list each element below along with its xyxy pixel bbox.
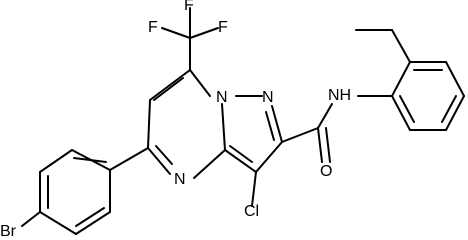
bond bbox=[255, 141, 283, 173]
pyrimidine-ring bbox=[147, 69, 226, 179]
bond bbox=[109, 147, 149, 171]
bond bbox=[21, 211, 41, 227]
bond bbox=[325, 127, 331, 163]
bond bbox=[391, 95, 411, 131]
bond bbox=[445, 95, 465, 131]
bond bbox=[224, 149, 257, 173]
atom-label-chlorine: Cl bbox=[244, 203, 259, 220]
bond bbox=[441, 95, 457, 123]
bond bbox=[391, 29, 411, 63]
bond bbox=[75, 207, 105, 227]
bond bbox=[73, 157, 107, 163]
bond bbox=[281, 127, 319, 143]
bond bbox=[153, 77, 184, 101]
bond bbox=[155, 145, 173, 165]
trifluoromethyl-group bbox=[161, 7, 219, 71]
atom-label-fluorine-top: F bbox=[184, 0, 194, 14]
bond bbox=[189, 69, 211, 97]
atom-label-amide-nh: NH bbox=[328, 87, 351, 104]
bond bbox=[399, 95, 415, 123]
bond bbox=[193, 149, 226, 179]
atom-label-bromine: Br bbox=[0, 223, 17, 238]
bond bbox=[445, 61, 465, 97]
atom-label-nitrogen-bridge: N bbox=[216, 89, 228, 106]
bond bbox=[251, 171, 257, 207]
bond bbox=[317, 127, 323, 163]
atom-label-nitrogen-pyrimidine: N bbox=[174, 171, 186, 188]
bond bbox=[271, 105, 283, 143]
bond bbox=[39, 211, 77, 235]
bond bbox=[229, 145, 253, 163]
bond bbox=[317, 103, 333, 129]
atom-label-oxygen: O bbox=[320, 163, 332, 180]
bond bbox=[39, 149, 73, 173]
pyrazole-ring bbox=[224, 95, 283, 173]
atom-label-fluorine-right: F bbox=[218, 19, 228, 36]
bond bbox=[265, 111, 275, 141]
bond bbox=[189, 27, 219, 39]
bond bbox=[221, 103, 226, 151]
atom-label-nitrogen-pyrazole: N bbox=[262, 89, 274, 106]
bond bbox=[75, 211, 111, 235]
ethylphenyl-ring bbox=[355, 29, 465, 131]
bond bbox=[161, 27, 191, 39]
bond bbox=[147, 99, 151, 149]
bromophenyl-ring bbox=[21, 149, 111, 235]
amide-group bbox=[281, 95, 393, 163]
bond bbox=[149, 69, 191, 101]
bond bbox=[391, 61, 411, 97]
bond bbox=[147, 147, 171, 175]
atom-label-fluorine-left: F bbox=[148, 19, 158, 36]
